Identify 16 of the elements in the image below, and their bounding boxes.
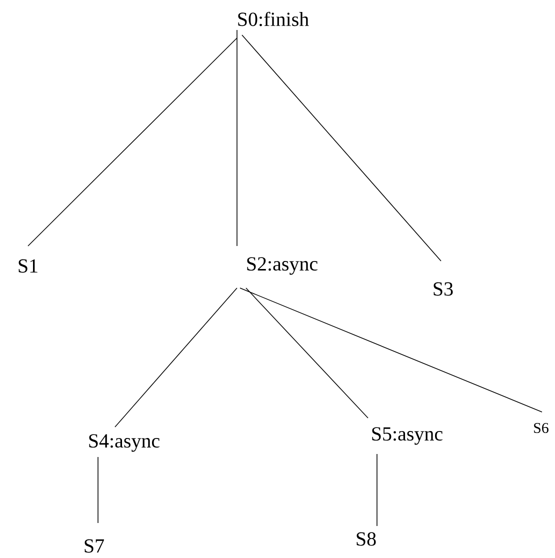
node-label: S0:finish	[238, 12, 309, 26]
tree-line	[246, 288, 368, 418]
node-label: S7	[84, 539, 104, 553]
node-label: S1	[18, 259, 38, 273]
tree-line	[114, 288, 238, 428]
tree-line	[236, 30, 238, 246]
tree-line	[240, 288, 542, 412]
node-label: S2:async	[247, 257, 318, 275]
node-label: S5:async	[372, 427, 442, 445]
tree-line	[28, 38, 238, 246]
tree-line	[242, 34, 442, 262]
tree-line	[376, 454, 378, 526]
node-label: S8	[356, 532, 376, 546]
node-label: S4:async	[89, 434, 160, 452]
node-label: S6	[534, 422, 548, 434]
node-label: S3	[434, 282, 453, 296]
